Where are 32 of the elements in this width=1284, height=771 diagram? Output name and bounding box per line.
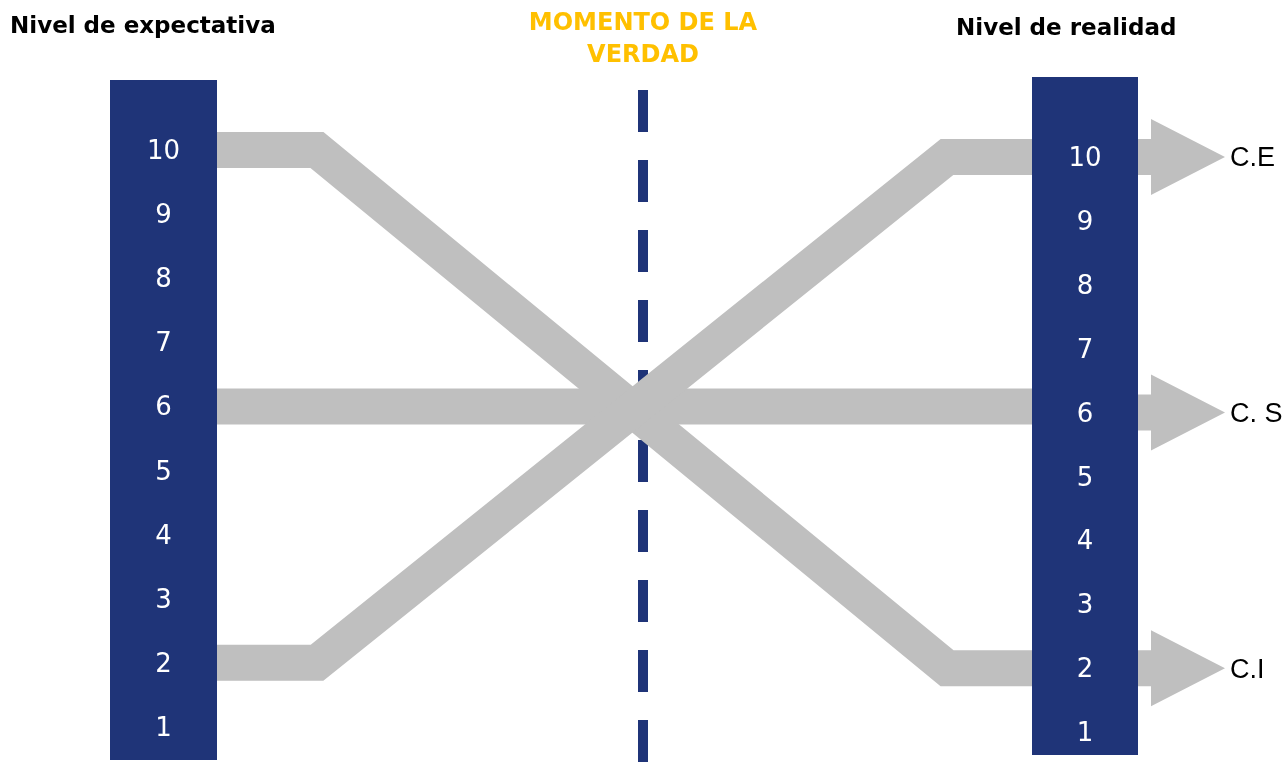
category-label: C.E [1222, 141, 1275, 173]
scale-number: 10 [110, 128, 217, 172]
scale-number: 4 [110, 512, 217, 557]
scale-number: 3 [1032, 582, 1138, 627]
scale-number: 7 [1032, 326, 1138, 371]
scale-number: 2 [110, 640, 217, 685]
divider-heading: MOMENTO DE LA VERDAD [527, 7, 759, 70]
category-label: C.I [1222, 653, 1265, 685]
column-heading: Nivel de expectativa [10, 12, 276, 38]
scale-bar [110, 80, 217, 760]
scale-number: 1 [110, 704, 217, 749]
connector-band [217, 388, 1032, 425]
column-heading: Nivel de realidad [956, 14, 1177, 40]
block-arrow [1138, 374, 1225, 451]
scale-number: 8 [1032, 262, 1138, 307]
scale-number: 5 [110, 448, 217, 493]
category-label: C. S [1222, 397, 1283, 429]
scale-number: 6 [1032, 390, 1138, 435]
scale-number: 6 [110, 384, 217, 429]
scale-number: 3 [110, 576, 217, 621]
scale-number: 1 [1032, 710, 1138, 755]
scale-number: 7 [110, 320, 217, 365]
scale-number: 8 [110, 256, 217, 301]
scale-number: 9 [1032, 198, 1138, 243]
scale-number: 4 [1032, 518, 1138, 563]
block-arrow [1138, 119, 1225, 195]
scale-number: 10 [1032, 135, 1138, 179]
scale-bar [1032, 77, 1138, 755]
scale-number: 9 [110, 192, 217, 237]
scale-number: 2 [1032, 646, 1138, 691]
scale-number: 5 [1032, 454, 1138, 499]
block-arrow [1138, 630, 1225, 707]
